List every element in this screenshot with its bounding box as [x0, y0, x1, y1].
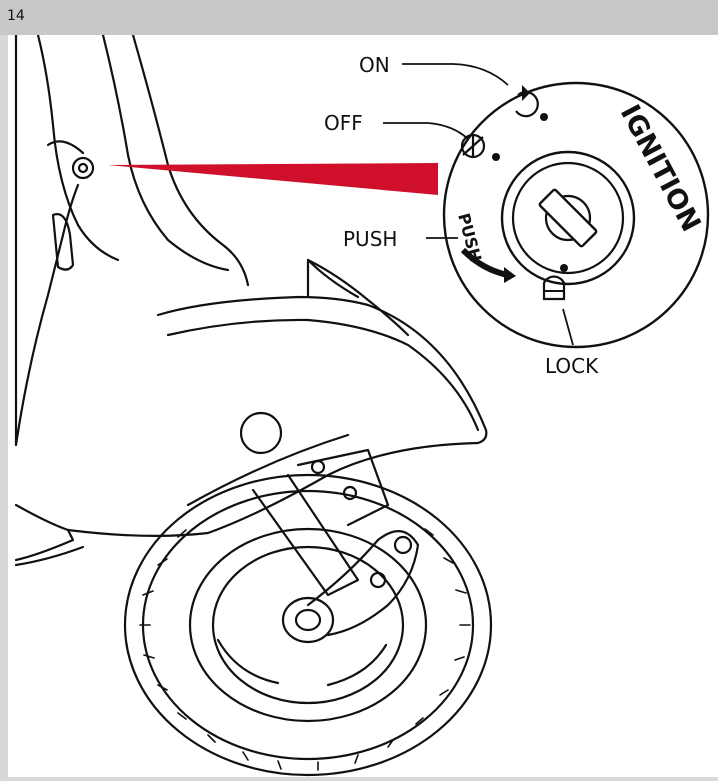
- scooter-ignition-illustration: PUSH IGNITION ON OFF PUSH LOCK: [14, 35, 710, 777]
- callout-lines: [383, 63, 574, 346]
- front-fork: [251, 448, 390, 597]
- off-position-icon: [460, 133, 486, 159]
- label-on: ON: [359, 53, 390, 77]
- ignition-lock-location: [71, 156, 95, 180]
- viewer-toolbar: 14: [0, 0, 718, 35]
- manual-page: PUSH IGNITION ON OFF PUSH LOCK: [8, 35, 718, 777]
- lock-position-icon: [542, 275, 566, 301]
- tire-tread: [139, 528, 471, 771]
- scooter-steering-column: [14, 35, 250, 447]
- label-off: OFF: [324, 111, 363, 135]
- front-fender: [14, 258, 488, 567]
- label-push: PUSH: [343, 227, 397, 251]
- push-arrow: [460, 247, 509, 278]
- page-number: 14: [7, 8, 25, 24]
- label-lock: LOCK: [545, 354, 599, 378]
- key-slot: [538, 188, 598, 248]
- front-wheel: [123, 473, 493, 777]
- pointer-wedge: [108, 163, 438, 195]
- ignition-switch-dial: PUSH IGNITION: [442, 81, 710, 349]
